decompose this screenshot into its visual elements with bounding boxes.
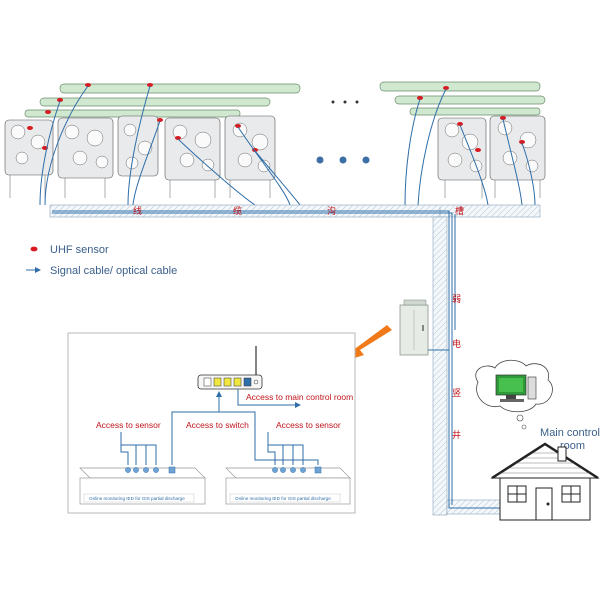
monitoring-cabinet xyxy=(399,299,429,356)
gis-signal-cables xyxy=(39,85,536,206)
network-switch xyxy=(197,346,263,390)
computer-icon xyxy=(495,374,537,402)
access-to-main-control-room-label: Access to main control room xyxy=(246,392,353,402)
trench-label: 缆 xyxy=(233,205,242,217)
main-control-room: Main control room xyxy=(475,359,600,521)
legend: UHF sensor Signal cable/ optical cable xyxy=(26,244,177,277)
main-control-room-label-line1: Main control xyxy=(540,427,600,439)
access-to-switch-label: Access to switch xyxy=(186,420,249,430)
busbar-pipe xyxy=(39,97,271,107)
riser-label: 竖 xyxy=(452,388,461,399)
house-icon xyxy=(490,442,600,521)
ied-label-left: Online monitoring IED for GIS partial di… xyxy=(89,496,185,501)
legend-uhf-sensor-label: UHF sensor xyxy=(50,244,109,256)
ied-label-right: Online monitoring IED for GIS partial di… xyxy=(235,496,331,501)
busbar-pipe xyxy=(379,81,541,92)
riser-label: 弱 xyxy=(452,294,461,305)
cable-trench: 线 缆 沟 槽 弱 电 竖 井 xyxy=(49,204,541,516)
ied-device-left: Online monitoring IED for GIS partial di… xyxy=(79,466,206,505)
uhf-sensor-legend-icon xyxy=(30,246,38,252)
trench-label: 槽 xyxy=(455,205,464,217)
access-to-sensor-label-right: Access to sensor xyxy=(276,420,341,430)
trench-label: 沟 xyxy=(327,205,336,217)
continuation-dots xyxy=(316,156,370,164)
gis-equipment-left xyxy=(4,83,301,198)
inset-panel: Access to main control room Access to sw… xyxy=(67,332,356,514)
access-to-sensor-label-left: Access to sensor xyxy=(96,420,161,430)
busbar-pipe xyxy=(409,107,541,116)
busbar-pipe xyxy=(59,83,301,94)
riser-label: 井 xyxy=(452,429,461,441)
legend-cable-label: Signal cable/ optical cable xyxy=(50,265,177,277)
trench-label: 线 xyxy=(133,205,142,217)
ied-device-right: Online monitoring IED for GIS partial di… xyxy=(225,466,351,505)
riser-label: 电 xyxy=(452,338,461,350)
gis-equipment-right xyxy=(379,81,546,198)
continuation-dots xyxy=(331,100,359,104)
busbar-pipe xyxy=(394,95,546,105)
